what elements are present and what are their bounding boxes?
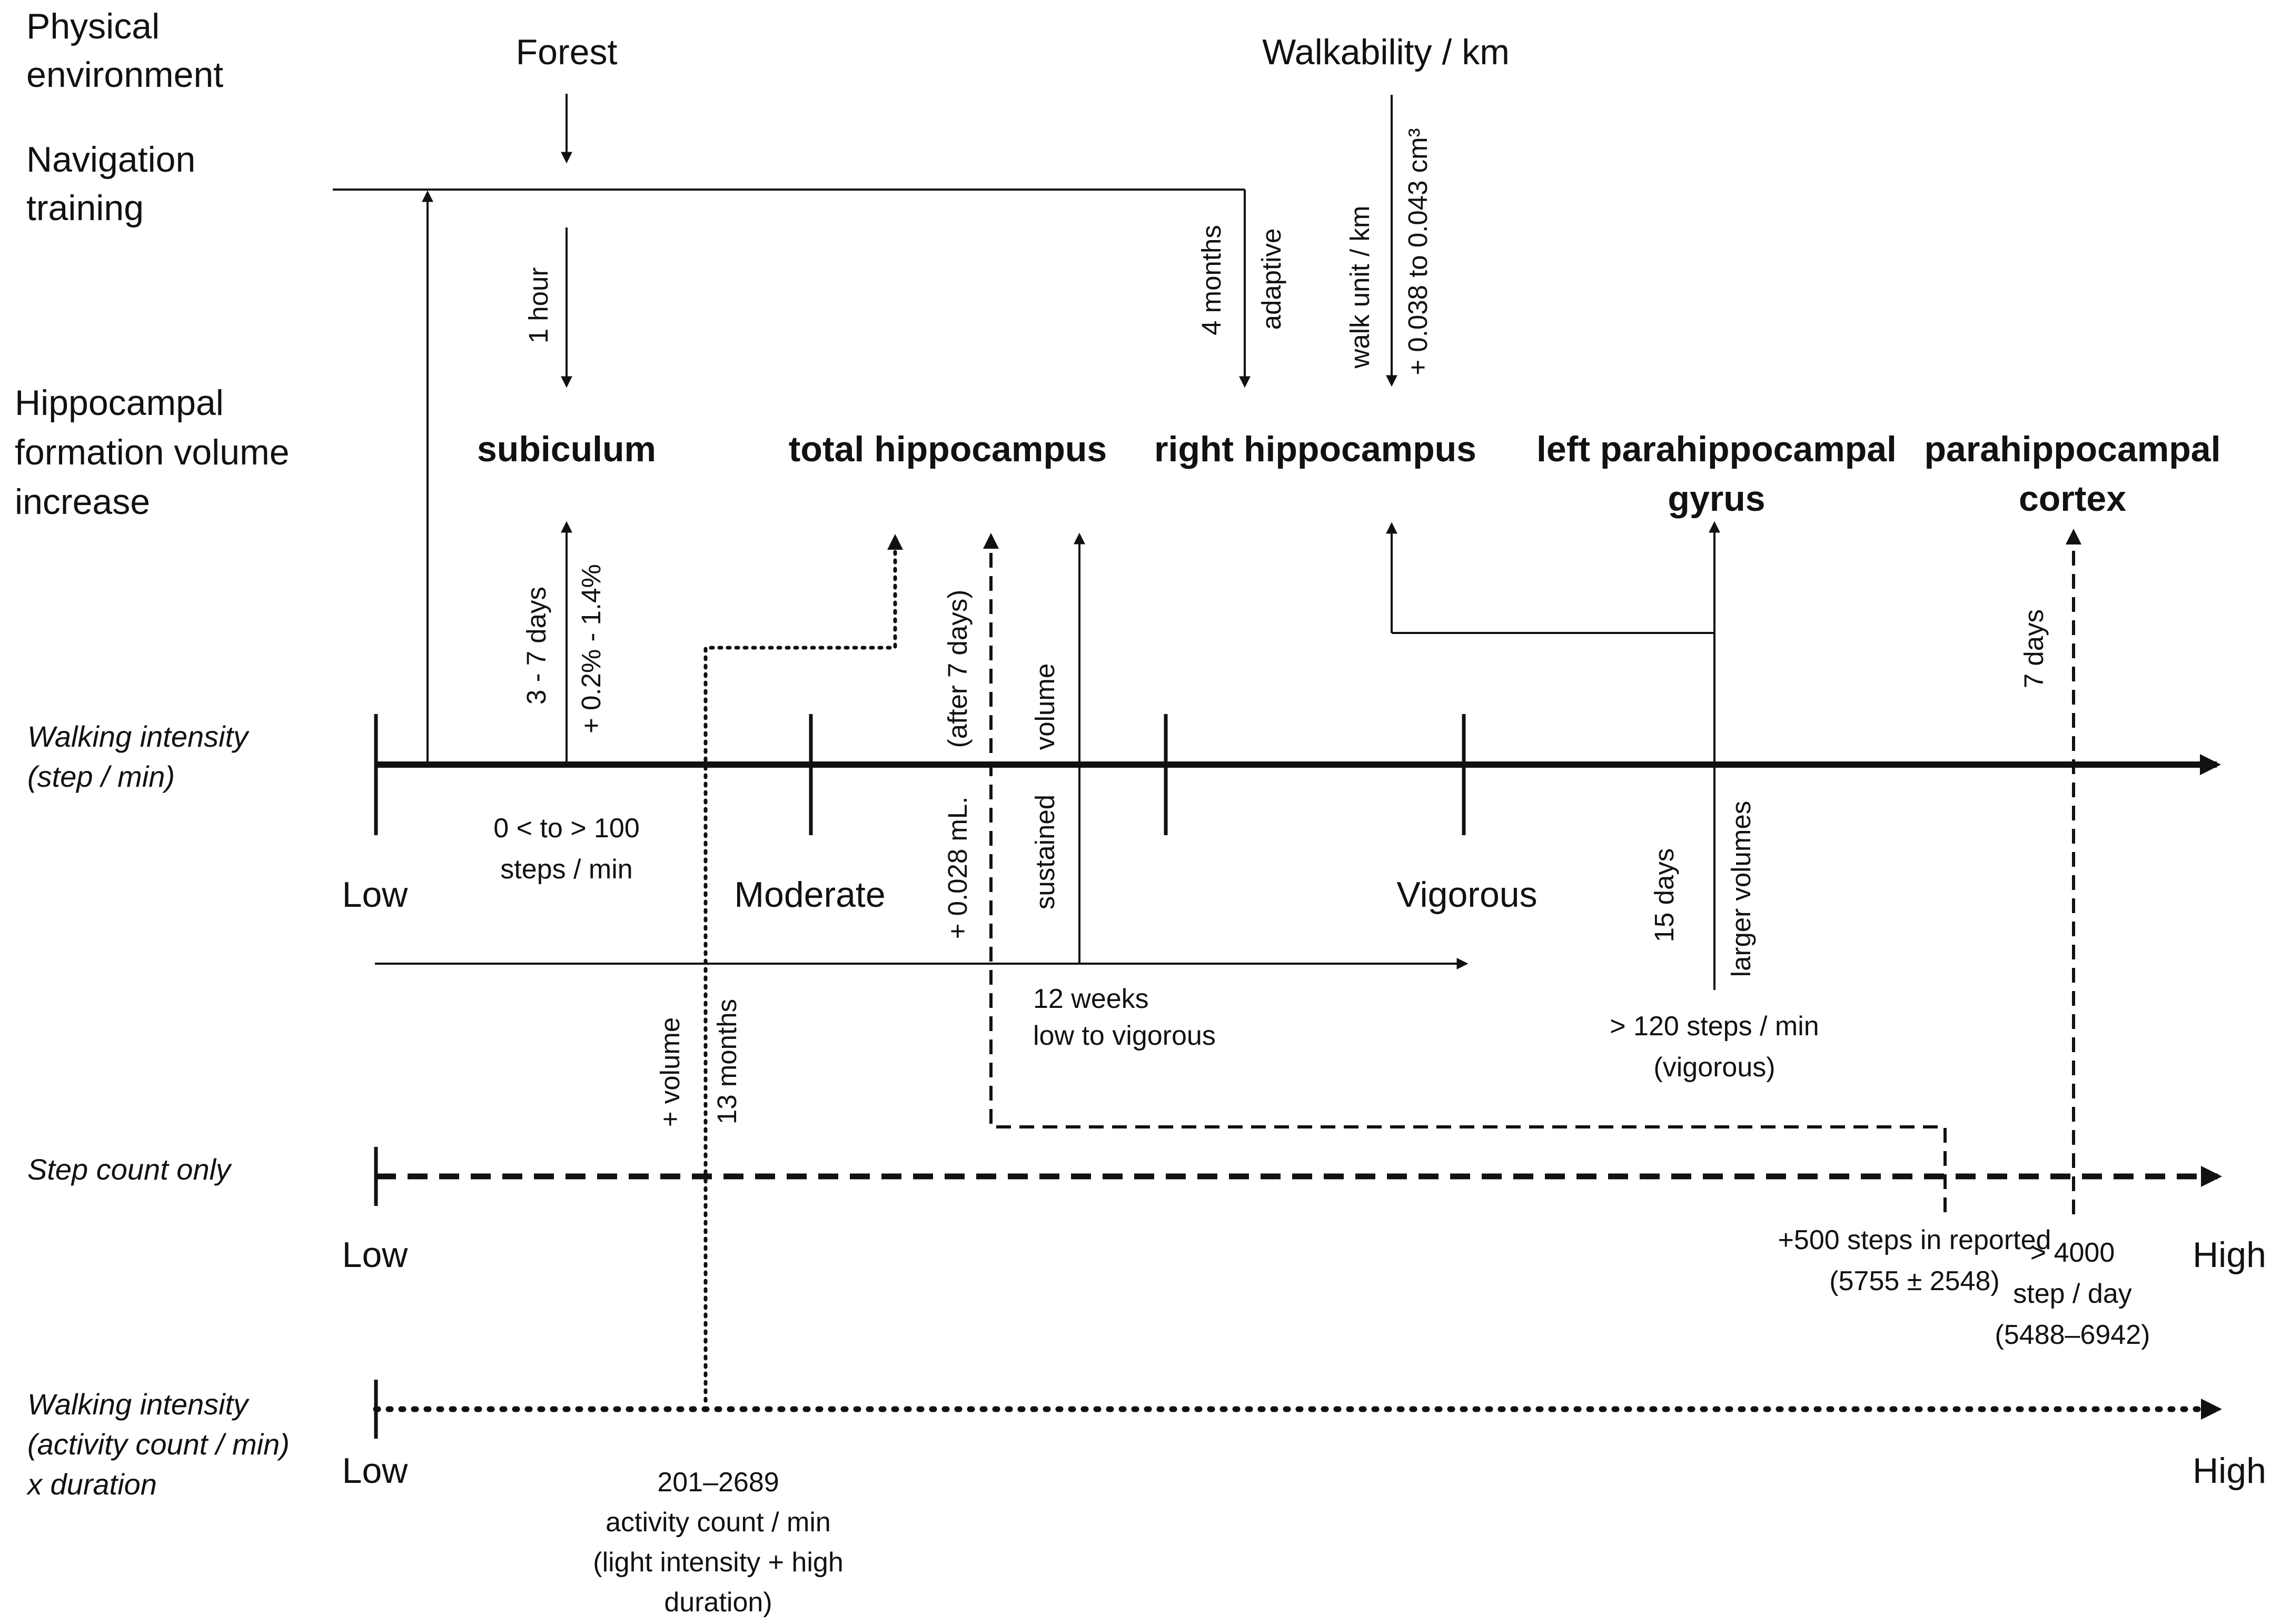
fifteen-days-label: 15 days	[1649, 848, 1679, 943]
walkability-label: Walkability / km	[1262, 32, 1510, 72]
axis2-high-label: High	[2193, 1235, 2266, 1275]
plus-volume-label: + volume	[655, 1017, 685, 1127]
walk-unit-range-label: + 0.038 to 0.043 cm³	[1403, 128, 1433, 375]
seven-days-label: 7 days	[2019, 609, 2049, 688]
thirteen-months-label: 13 months	[712, 999, 742, 1124]
region-right-hippocampus: right hippocampus	[1154, 429, 1476, 469]
pct-increase-label: + 0.2% - 1.4%	[576, 564, 606, 734]
forest-label: Forest	[516, 32, 618, 72]
three-seven-days-label: 3 - 7 days	[521, 587, 551, 705]
gt120-label: > 120 steps / min(vigorous)	[1610, 1011, 1819, 1083]
region-total-hippocampus: total hippocampus	[789, 429, 1107, 469]
plus500-label: +500 steps in reported(5755 ± 2548)	[1778, 1225, 2051, 1296]
row-label-step-count-only: Step count only	[27, 1153, 232, 1186]
volume-label: volume	[1030, 664, 1060, 750]
sustained-label: sustained	[1030, 795, 1060, 909]
axis3-low-label: Low	[342, 1451, 409, 1491]
after-seven-days-label: (after 7 days)	[943, 590, 973, 748]
one-hour-label: 1 hour	[523, 268, 553, 344]
larger-volumes-label: larger volumes	[1726, 801, 1756, 977]
ml-increase-label: + 0.028 mL.	[943, 797, 973, 939]
axis3-high-label: High	[2193, 1451, 2266, 1491]
adaptive-label: adaptive	[1256, 229, 1286, 330]
steps-to-total-hippocampus-path	[983, 533, 1947, 1212]
axis2-low-label: Low	[342, 1235, 409, 1275]
activity-to-total-hippocampus-path	[703, 534, 903, 1403]
walk-unit-label: walk unit / km	[1345, 206, 1375, 369]
axis1-vigorous-label: Vigorous	[1396, 875, 1537, 915]
four-months-label: 4 months	[1196, 225, 1226, 335]
row-label-walking-intensity-step: Walking intensity(step / min)	[27, 720, 250, 793]
axis1-low-label: Low	[342, 875, 409, 915]
row-label-walking-intensity-activity: Walking intensity(activity count / min)x…	[26, 1388, 290, 1501]
axis1-moderate-label: Moderate	[734, 875, 885, 915]
region-subiculum: subiculum	[477, 429, 656, 469]
